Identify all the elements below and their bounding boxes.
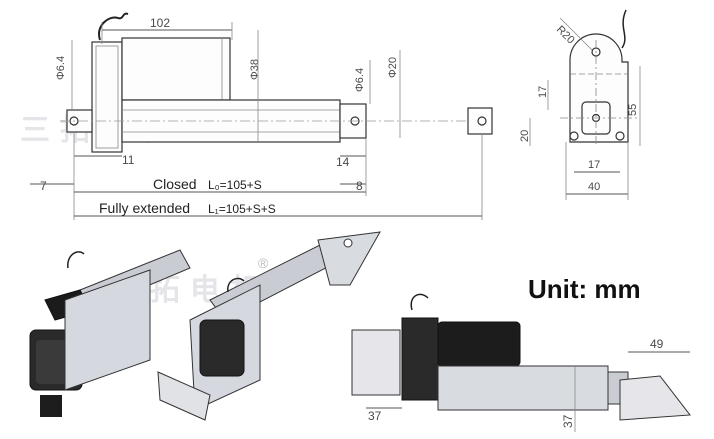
actuator-end-view: R20 17 20 55 17 40 (519, 9, 641, 200)
dim-37-left: 37 (368, 409, 382, 423)
unit-label: Unit: mm (528, 274, 641, 304)
motor-body (121, 37, 231, 101)
dim-left-hole-dia: Φ6.4 (55, 56, 67, 80)
closed-formula: L₀=105+S (208, 178, 262, 192)
gearbox-inner (95, 45, 119, 149)
dim-102: 102 (150, 16, 170, 30)
dim-rod-dia: Φ20 (387, 57, 399, 78)
actuator-3d-view-left (29, 249, 191, 417)
extended-label: Fully extended (99, 200, 190, 216)
extended-formula: L₁=105+S+S (208, 202, 276, 216)
length-labels: Closed L₀=105+S Fully extended L₁=105+S+… (74, 176, 482, 217)
actuator-3d-view-right: 37 37 49 (351, 293, 691, 432)
dim-11: 11 (122, 153, 135, 167)
dim-40-horizontal: 40 (588, 181, 600, 193)
dim-7: 7 (40, 179, 47, 193)
dim-20-vertical: 20 (519, 130, 531, 142)
dim-r20: R20 (554, 24, 577, 47)
dim-14: 14 (336, 155, 350, 169)
dim-49: 49 (650, 337, 664, 351)
cable-drawing (98, 12, 129, 41)
actuator-3d-view-middle (157, 231, 381, 421)
dim-37-bottom: 37 (561, 414, 575, 428)
closed-label: Closed (153, 176, 197, 192)
dim-17-horizontal: 17 (588, 159, 600, 171)
dim-rod-hole-dia: Φ6.4 (354, 68, 366, 92)
registered-mark-bottom: ® (258, 255, 269, 271)
dim-55-vertical: 55 (627, 104, 639, 116)
top-dimensions: 102 Φ6.4 Φ38 Φ6.4 Φ20 11 14 7 8 (30, 16, 483, 220)
dim-body-dia: Φ38 (249, 59, 261, 80)
dim-8: 8 (356, 179, 363, 193)
gearbox-housing (91, 41, 123, 153)
actuator-side-view (60, 12, 493, 153)
dim-17-vertical: 17 (537, 86, 549, 98)
